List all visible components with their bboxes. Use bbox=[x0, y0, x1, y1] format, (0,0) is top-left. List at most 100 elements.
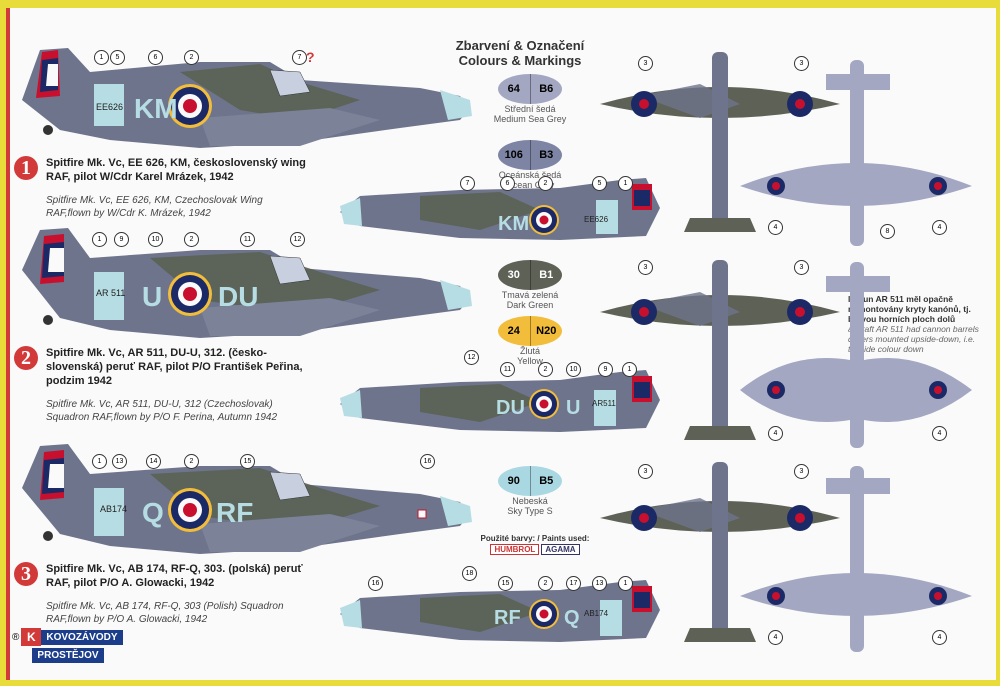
callout-3: 3 bbox=[794, 56, 809, 71]
callout-4: 4 bbox=[768, 426, 783, 441]
callout-3: 3 bbox=[794, 464, 809, 479]
callout-9: 9 bbox=[114, 232, 129, 247]
callout-12: 12 bbox=[290, 232, 305, 247]
caption-number: 2 bbox=[14, 346, 38, 370]
callout-4: 4 bbox=[932, 220, 947, 235]
callout-17: 17 bbox=[566, 576, 581, 591]
callout-7: 7 bbox=[292, 50, 307, 65]
caption-3: 3 Spitfire Mk. Vc, AB 174, RF-Q, 303. (p… bbox=[14, 562, 308, 626]
swatch-fs: 30 bbox=[498, 260, 531, 290]
caption-en: Spitfire Mk. Vc, AB 174, RF-Q, 303 (Poli… bbox=[46, 601, 284, 625]
caption-1: 1 Spitfire Mk. Vc, EE 626, KM, českoslov… bbox=[14, 156, 308, 220]
callout-10: 10 bbox=[566, 362, 581, 377]
paints-used: Použité barvy: / Paints used: HUMBROL AG… bbox=[470, 534, 600, 555]
swatch-humbrol: B1 bbox=[539, 269, 554, 281]
callout-1: 1 bbox=[92, 454, 107, 469]
callout-6: 6 bbox=[148, 50, 163, 65]
registered-mark: ® bbox=[12, 631, 20, 643]
logo-line1: KOVOZÁVODY bbox=[41, 629, 123, 645]
callout-4: 4 bbox=[768, 220, 783, 235]
callout-13: 13 bbox=[592, 576, 607, 591]
logo-line2: PROSTĚJOV bbox=[32, 648, 104, 663]
swatch-cz: Oceánská šedá bbox=[498, 170, 562, 180]
caption-number: 3 bbox=[14, 562, 38, 586]
callout-8: 8 bbox=[880, 224, 895, 239]
swatch-fs: 24 bbox=[498, 316, 531, 346]
caption-cz: Spitfire Mk. Vc, AR 511, DU-U, 312. (čes… bbox=[46, 347, 303, 387]
callout-1: 1 bbox=[94, 50, 109, 65]
callout-13: 13 bbox=[112, 454, 127, 469]
callout-18: 18 bbox=[462, 566, 477, 581]
callout-1: 1 bbox=[622, 362, 637, 377]
callout-16: 16 bbox=[368, 576, 383, 591]
callout-3: 3 bbox=[638, 260, 653, 275]
caption-cz: Spitfire Mk. Vc, AB 174, RF-Q, 303. (pol… bbox=[46, 563, 303, 589]
swatch-humbrol: B3 bbox=[539, 149, 554, 161]
callout-1: 1 bbox=[618, 576, 633, 591]
agama-logo: AGAMA bbox=[541, 544, 580, 555]
callout-2: 2 bbox=[538, 176, 553, 191]
kovozavody-logo: ® K KOVOZÁVODY PROSTĚJOV bbox=[12, 628, 123, 663]
swatch-cz: Tmavá zelená bbox=[501, 290, 559, 300]
swatch-cz: Střední šedá bbox=[504, 104, 556, 114]
callout-4: 4 bbox=[768, 630, 783, 645]
callout-1: 1 bbox=[92, 232, 107, 247]
paints-label: Použité barvy: / Paints used: bbox=[480, 534, 590, 543]
caption-number: 1 bbox=[14, 156, 38, 180]
swatch-dark-green: 30 B1 Tmavá zelená Dark Green bbox=[470, 260, 590, 310]
callout-4: 4 bbox=[932, 426, 947, 441]
callout-11: 11 bbox=[240, 232, 255, 247]
callout-7: 7 bbox=[460, 176, 475, 191]
swatch-en: Dark Green bbox=[506, 300, 554, 310]
swatch-fs: 106 bbox=[498, 140, 531, 170]
swatch-medium-sea-grey: 64 B6 Střední šedá Medium Sea Grey bbox=[470, 74, 590, 124]
swatch-cz: Žlutá bbox=[519, 346, 540, 356]
swatch-humbrol: B6 bbox=[539, 83, 554, 95]
callout-6: 6 bbox=[500, 176, 515, 191]
swatch-fs: 64 bbox=[498, 74, 531, 104]
callout-15: 15 bbox=[498, 576, 513, 591]
callout-10: 10 bbox=[148, 232, 163, 247]
swatch-en: Medium Sea Grey bbox=[493, 114, 567, 124]
callout-11: 11 bbox=[500, 362, 515, 377]
swatch-yellow: 24 N20 Žlutá Yellow bbox=[470, 316, 590, 366]
title-cz: Zbarvení & Označení bbox=[455, 38, 585, 53]
callout-2: 2 bbox=[184, 454, 199, 469]
callout-2: 2 bbox=[184, 232, 199, 247]
swatch-en: Ocean Grey bbox=[505, 180, 555, 190]
callout-3: 3 bbox=[638, 464, 653, 479]
swatch-cz: Nebeská bbox=[512, 496, 548, 506]
cannon-cover-note: letoun AR 511 měl opačně namontovány kry… bbox=[848, 294, 980, 354]
callout-15: 15 bbox=[240, 454, 255, 469]
callout-9: 9 bbox=[598, 362, 613, 377]
callout-5: 5 bbox=[110, 50, 125, 65]
callout-3: 3 bbox=[794, 260, 809, 275]
caption-cz: Spitfire Mk. Vc, EE 626, KM, českosloven… bbox=[46, 157, 306, 183]
note-en: aircraft AR 511 had cannon barrels cover… bbox=[848, 324, 979, 354]
title-en: Colours & Markings bbox=[458, 53, 582, 68]
callout-1: 1 bbox=[618, 176, 633, 191]
caption-en: Spitfire Mk. Vc, AR 511, DU-U, 312 (Czec… bbox=[46, 399, 278, 423]
callout-2: 2 bbox=[184, 50, 199, 65]
swatch-ocean-grey: 106 B3 Oceánská šedá Ocean Grey bbox=[470, 140, 590, 190]
callout-5: 5 bbox=[592, 176, 607, 191]
callout-3: 3 bbox=[638, 56, 653, 71]
humbrol-logo: HUMBROL bbox=[490, 544, 540, 555]
callout-2: 2 bbox=[538, 576, 553, 591]
callout-16: 16 bbox=[420, 454, 435, 469]
kp-badge: K bbox=[21, 628, 42, 646]
callout-4: 4 bbox=[932, 630, 947, 645]
note-cz: letoun AR 511 měl opačně namontovány kry… bbox=[848, 294, 971, 324]
callout-2: 2 bbox=[538, 362, 553, 377]
colours-title: Zbarvení & Označení Colours & Markings bbox=[430, 38, 610, 68]
swatch-fs: 90 bbox=[498, 466, 531, 496]
callout-14: 14 bbox=[146, 454, 161, 469]
swatch-humbrol: N20 bbox=[536, 325, 557, 337]
swatch-sky: 90 B5 Nebeská Sky Type S bbox=[470, 466, 590, 516]
swatch-en: Yellow bbox=[517, 356, 543, 366]
caption-2: 2 Spitfire Mk. Vc, AR 511, DU-U, 312. (č… bbox=[14, 346, 308, 424]
caption-en: Spitfire Mk. Vc, EE 626, KM, Czechoslova… bbox=[46, 195, 263, 219]
swatch-en: Sky Type S bbox=[507, 506, 553, 516]
swatch-humbrol: B5 bbox=[539, 475, 554, 487]
callout-12: 12 bbox=[464, 350, 479, 365]
